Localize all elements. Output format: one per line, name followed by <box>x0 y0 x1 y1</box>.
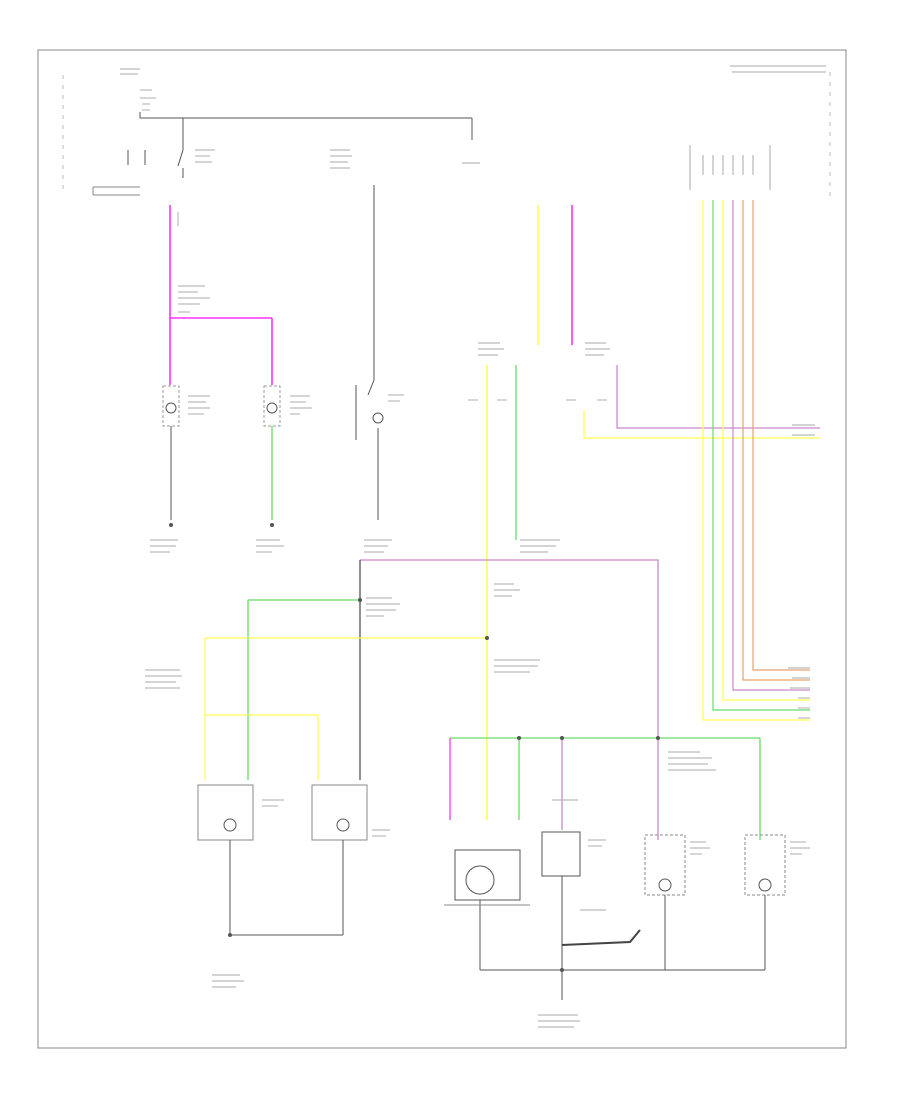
black-cable-bundle <box>561 929 641 946</box>
control-module <box>541 831 581 990</box>
diagram-frame <box>37 49 847 1049</box>
right-connector-wires <box>583 365 820 439</box>
top-left-header <box>120 68 156 111</box>
right-harness-labels <box>788 667 810 719</box>
bottom-left-labels <box>212 799 390 988</box>
switch-label-stubs <box>195 149 480 169</box>
junction-center-b <box>485 636 489 640</box>
left-lamp-labels <box>150 395 312 553</box>
main-feed <box>127 112 473 178</box>
junction-bus-1 <box>517 736 521 740</box>
center-bus <box>204 559 659 780</box>
lamp-bottom-right-2 <box>744 834 786 970</box>
right-connector-labels <box>792 424 815 436</box>
center-switch-labels <box>364 394 404 553</box>
junction-bottom-left <box>228 933 232 937</box>
mid-connector-labels <box>468 342 610 401</box>
pink-trunk-labels <box>177 212 210 313</box>
lamp-bottom-left-1 <box>197 784 254 935</box>
bottom-right-labels <box>668 751 810 855</box>
bottom-ground-bus <box>480 969 765 1000</box>
junction-left-1 <box>169 523 173 527</box>
motor-assembly <box>444 849 530 970</box>
right-harness-wires <box>702 200 810 721</box>
center-bus-labels <box>145 539 560 689</box>
right-harness-connector <box>689 145 771 190</box>
pink-wire-trunk <box>169 205 273 385</box>
ground-loop-top-left <box>92 186 140 196</box>
center-door-switch <box>355 185 384 520</box>
junction-center-a <box>358 598 362 602</box>
lamp-left-2 <box>263 385 281 520</box>
ground-labels <box>538 1014 580 1028</box>
junction-bus-2 <box>560 736 564 740</box>
junction-left-2 <box>270 523 274 527</box>
module-labels <box>552 799 606 911</box>
lamp-bottom-left-2 <box>230 784 368 936</box>
bottom-supply-bus <box>449 737 761 840</box>
lamp-bottom-right-1 <box>644 834 686 970</box>
junction-ground-main <box>560 968 564 972</box>
top-right-header <box>730 65 826 73</box>
junction-bus-3 <box>656 736 660 740</box>
lamp-left-1 <box>162 385 180 520</box>
